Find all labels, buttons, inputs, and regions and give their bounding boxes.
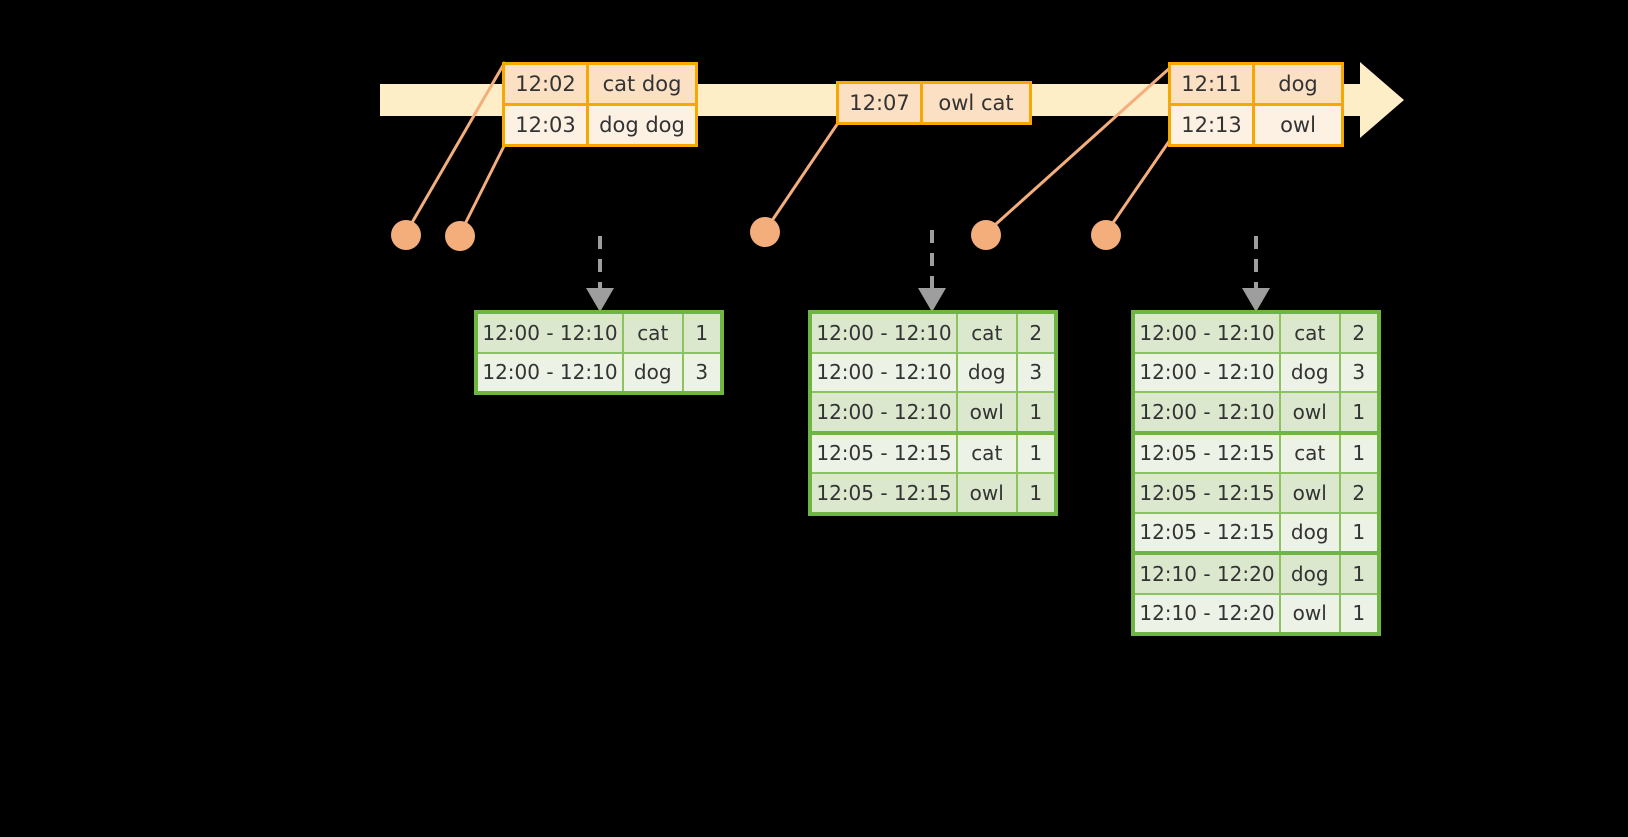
window-cell: 12:05 - 12:15 <box>1135 513 1281 551</box>
window-cell: 12:00 - 12:10 <box>1135 393 1281 431</box>
word-cell: dog <box>1280 353 1341 391</box>
event-dot <box>750 217 780 247</box>
word-cell: dog <box>623 353 684 391</box>
arrow-head-icon <box>586 288 614 312</box>
event-words: dog dog <box>589 106 695 144</box>
event-time: 12:11 <box>1171 65 1255 103</box>
window-cell: 12:00 - 12:10 <box>1135 353 1281 391</box>
word-cell: cat <box>623 314 684 352</box>
trigger-arrows <box>598 230 1258 288</box>
count-cell: 1 <box>1340 513 1377 551</box>
word-cell: owl <box>1280 393 1341 431</box>
count-cell: 3 <box>1017 353 1054 391</box>
window-cell: 12:10 - 12:20 <box>1135 594 1281 632</box>
window-cell: 12:00 - 12:10 <box>478 353 624 391</box>
connector-lines <box>404 61 1174 235</box>
trigger-arrow-heads <box>586 288 1270 312</box>
event-time: 12:02 <box>505 65 589 103</box>
arrow-head-icon <box>1242 288 1270 312</box>
count-cell: 1 <box>1340 434 1377 472</box>
event-dots <box>391 217 1121 251</box>
count-cell: 1 <box>1340 555 1377 593</box>
count-cell: 2 <box>1017 314 1054 352</box>
window-cell: 12:00 - 12:10 <box>812 353 958 391</box>
event-row[interactable]: 12:11 dog <box>1171 65 1341 103</box>
word-cell: cat <box>957 434 1018 472</box>
event-row[interactable]: 12:02 cat dog <box>505 65 695 103</box>
word-cell: owl <box>1280 594 1341 632</box>
word-cell: owl <box>957 474 1018 512</box>
word-cell: owl <box>957 393 1018 431</box>
event-group-3[interactable]: 12:11 dog 12:13 owl <box>1168 62 1344 147</box>
event-time: 12:07 <box>839 84 923 122</box>
event-row[interactable]: 12:13 owl <box>1171 103 1341 144</box>
count-cell: 2 <box>1340 314 1377 352</box>
event-row[interactable]: 12:07 owl cat <box>839 84 1029 122</box>
count-cell: 3 <box>683 353 720 391</box>
event-group-1[interactable]: 12:02 cat dog 12:03 dog dog <box>502 62 698 147</box>
event-row[interactable]: 12:03 dog dog <box>505 103 695 144</box>
count-cell: 1 <box>1017 393 1054 431</box>
window-cell: 12:05 - 12:15 <box>812 434 958 472</box>
count-cell: 1 <box>1017 434 1054 472</box>
word-cell: cat <box>957 314 1018 352</box>
event-words: dog <box>1255 65 1341 103</box>
word-cell: dog <box>1280 513 1341 551</box>
window-cell: 12:05 - 12:15 <box>1135 434 1281 472</box>
count-cell: 2 <box>1340 474 1377 512</box>
window-cell: 12:05 - 12:15 <box>812 474 958 512</box>
word-cell: cat <box>1280 314 1341 352</box>
window-cell: 12:00 - 12:10 <box>478 314 624 352</box>
word-cell: dog <box>957 353 1018 391</box>
window-cell: 12:00 - 12:10 <box>812 393 958 431</box>
word-cell: dog <box>1280 555 1341 593</box>
word-cell: owl <box>1280 474 1341 512</box>
event-words: owl <box>1255 106 1341 144</box>
word-cell: cat <box>1280 434 1341 472</box>
event-words: owl cat <box>923 84 1029 122</box>
count-cell: 1 <box>683 314 720 352</box>
count-cell: 1 <box>1340 594 1377 632</box>
event-dot <box>971 220 1001 250</box>
count-cell: 1 <box>1340 393 1377 431</box>
count-cell: 1 <box>1017 474 1054 512</box>
window-cell: 12:05 - 12:15 <box>1135 474 1281 512</box>
window-cell: 12:00 - 12:10 <box>812 314 958 352</box>
count-cell: 3 <box>1340 353 1377 391</box>
event-time: 12:03 <box>505 106 589 144</box>
window-cell: 12:00 - 12:10 <box>1135 314 1281 352</box>
event-words: cat dog <box>589 65 695 103</box>
arrow-head-icon <box>918 288 946 312</box>
event-time: 12:13 <box>1171 106 1255 144</box>
event-dot <box>391 220 421 250</box>
window-cell: 12:10 - 12:20 <box>1135 555 1281 593</box>
event-dot <box>1091 220 1121 250</box>
event-dot <box>445 221 475 251</box>
event-group-2[interactable]: 12:07 owl cat <box>836 81 1032 125</box>
